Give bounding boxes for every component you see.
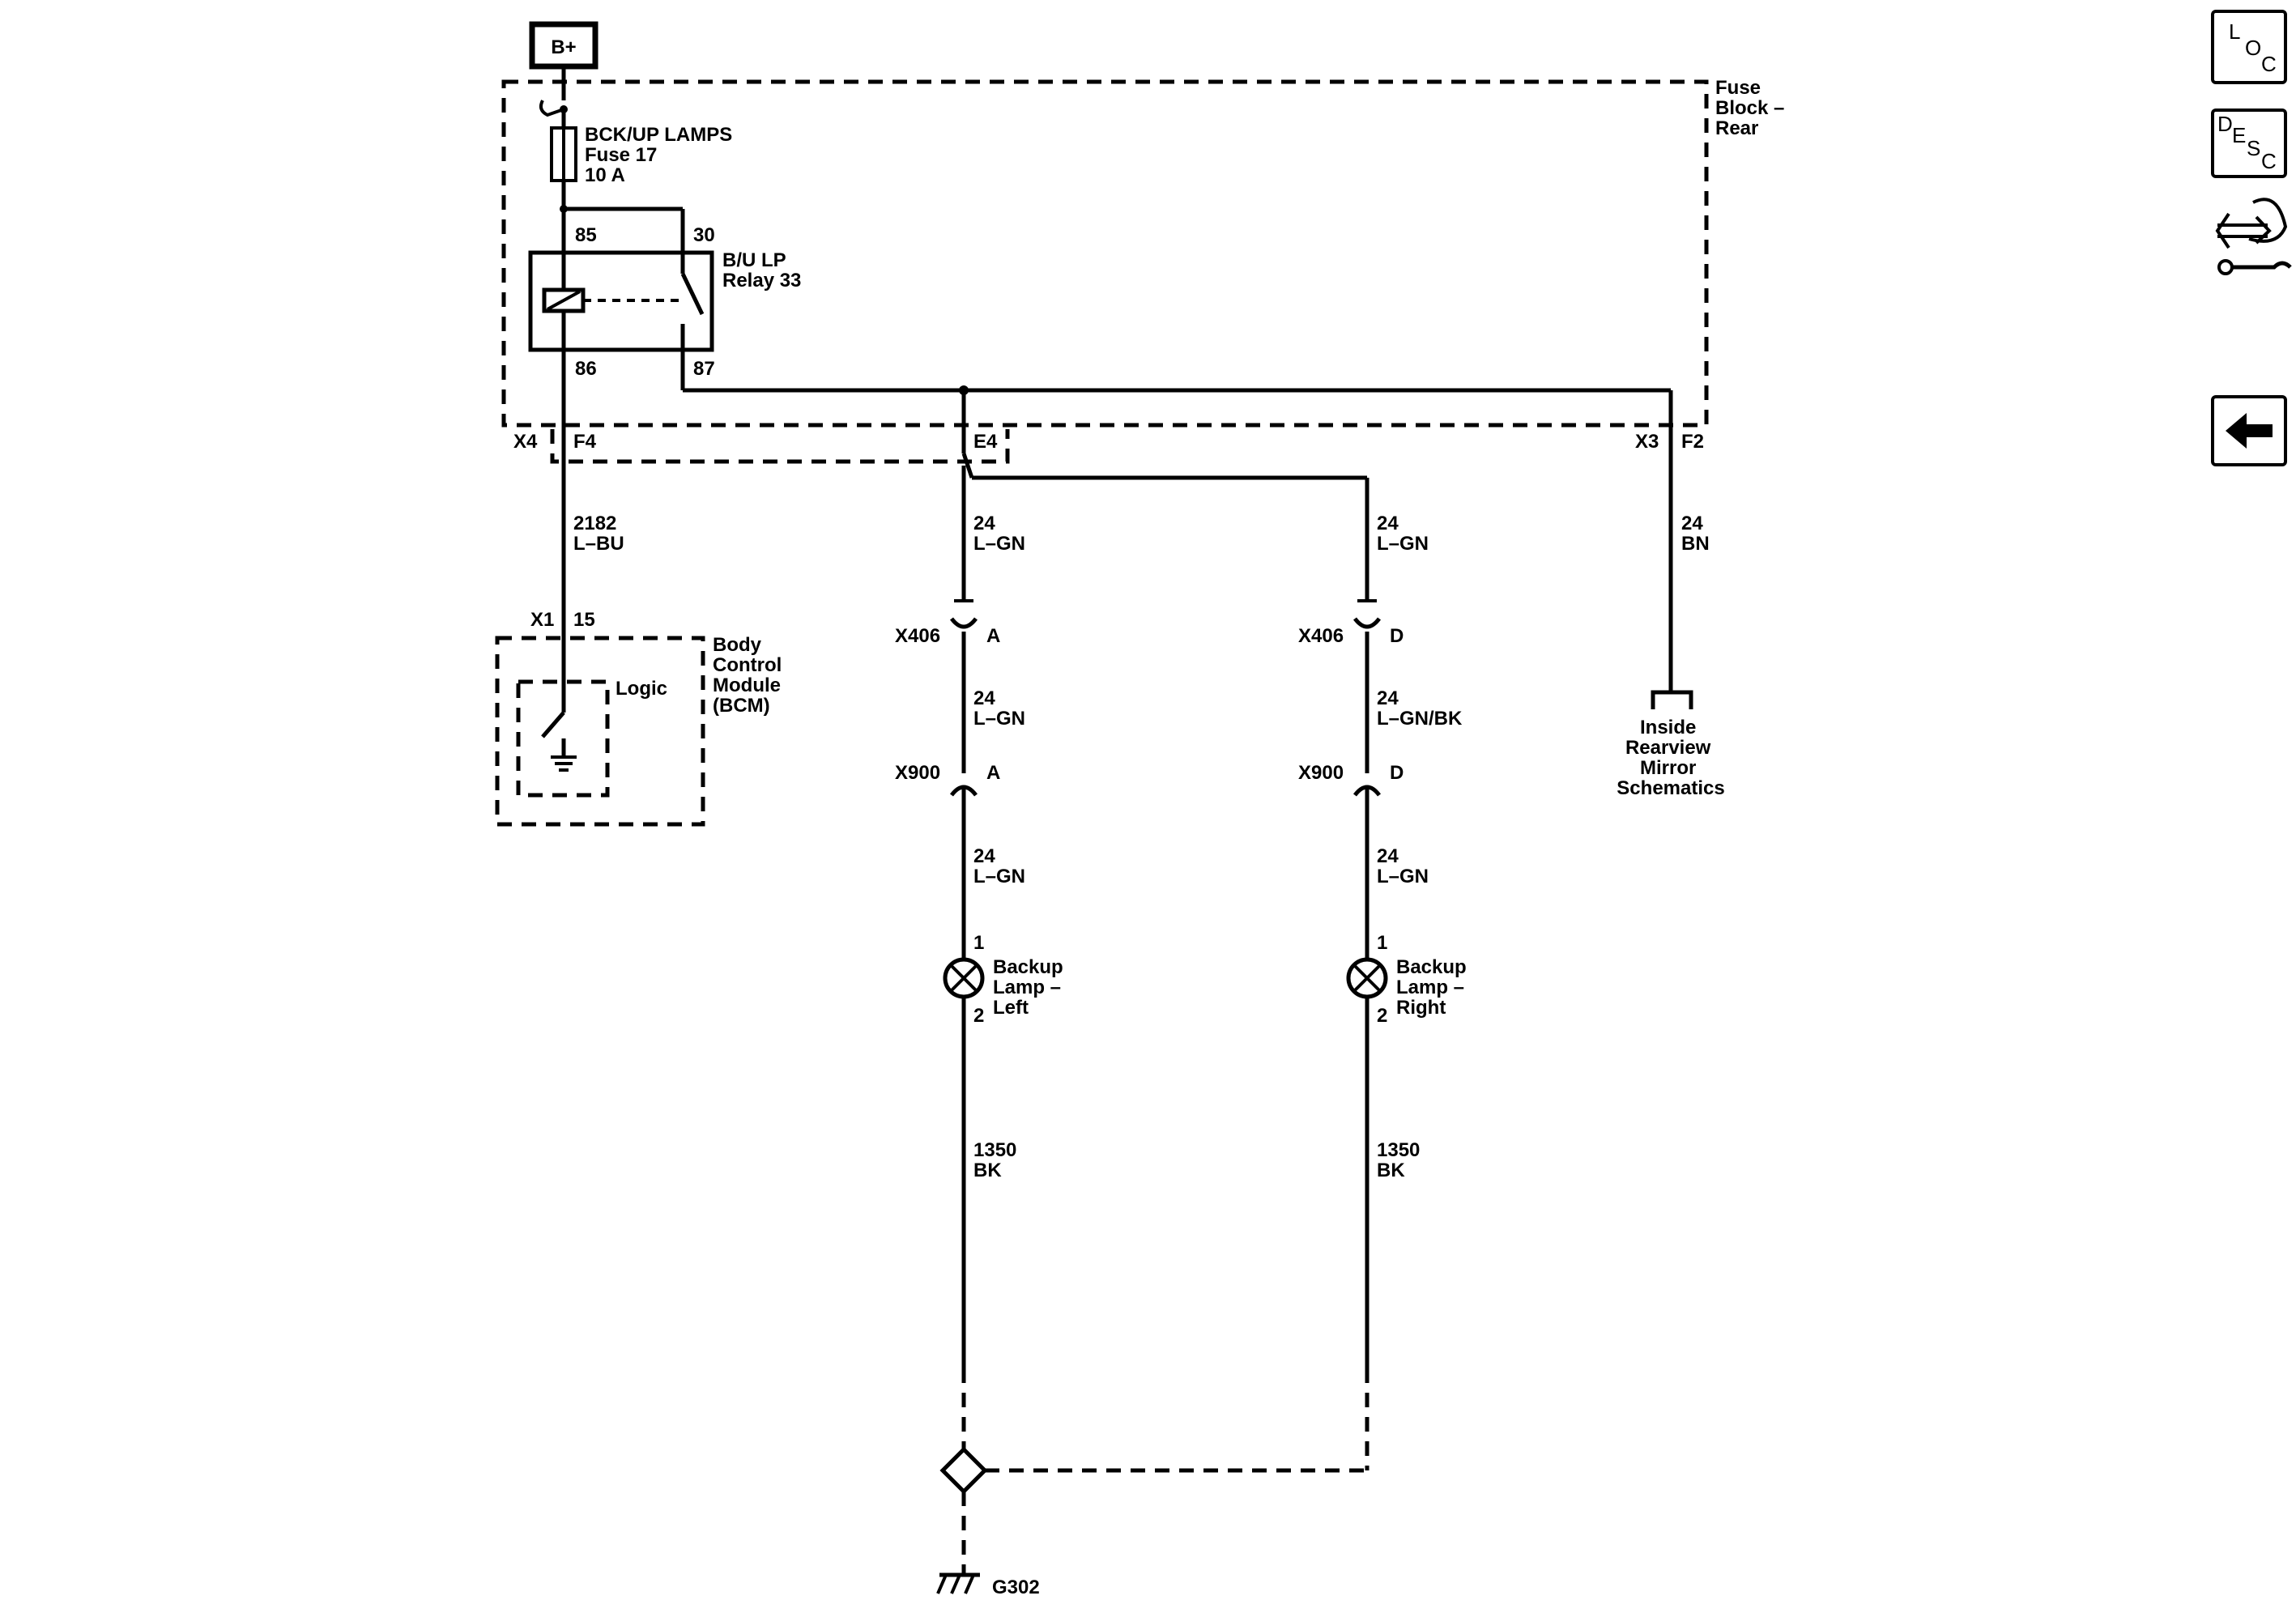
mirror-reference-icon <box>1651 690 1693 709</box>
x406-right-socket-icon <box>1353 617 1381 629</box>
connector-x900-right-pin: D <box>1390 762 1404 784</box>
relay-label: B/U LP Relay 33 <box>722 249 801 291</box>
connector-x3: X3 <box>1635 431 1659 453</box>
back-arrow-icon <box>2226 413 2273 449</box>
ground-g302-icon <box>936 1572 980 1594</box>
relay-pin-86: 86 <box>575 358 597 380</box>
connector-x1: X1 <box>530 609 554 631</box>
connector-e4: E4 <box>973 431 998 453</box>
wire-label-right-top: 24 L–GN <box>1377 513 1429 555</box>
ground-splice-icon <box>939 1446 988 1495</box>
relay-box <box>528 250 714 352</box>
connector-x406-left: X406 <box>895 625 940 647</box>
connector-x900-right: X900 <box>1298 762 1344 784</box>
description-button[interactable]: D E S C <box>2211 109 2287 178</box>
battery-supply-label: B+ <box>551 36 576 58</box>
x406-left-socket-icon <box>950 617 978 629</box>
bcm-switch-icon <box>541 711 565 738</box>
connector-pin-15: 15 <box>573 609 595 631</box>
bcm-label: Body Control Module (BCM) <box>713 634 787 717</box>
connector-f2: F2 <box>1681 431 1704 453</box>
wire-label-left-low: 24 L–GN <box>973 845 1025 887</box>
lamp-left-icon <box>943 957 985 999</box>
relay-pin-85: 85 <box>575 224 597 246</box>
lamp-right-label: Backup Lamp – Right <box>1396 956 1472 1019</box>
wire-label-left-mid: 24 L–GN <box>973 687 1025 730</box>
wire-label-right-ground: 1350 BK <box>1377 1139 1425 1181</box>
bcm-logic-label: Logic <box>616 678 667 700</box>
ground-label: G302 <box>992 1577 1040 1598</box>
wire-label-left-top: 24 L–GN <box>973 513 1025 555</box>
lamp-left-label: Backup Lamp – Left <box>993 956 1068 1019</box>
busbar-hook-icon <box>539 100 564 117</box>
wire-splice-jog <box>961 453 974 479</box>
location-button[interactable]: L O C <box>2211 10 2287 84</box>
lamp-left-pin-1: 1 <box>973 932 984 954</box>
connector-x406-left-pin: A <box>986 625 1000 647</box>
relay-pin-30: 30 <box>693 224 715 246</box>
svg-text:L: L <box>2229 19 2240 44</box>
svg-text:D: D <box>2217 112 2233 136</box>
wire-label-mirror: 24 BN <box>1681 513 1710 555</box>
wire-label-right-mid: 24 L–GN/BK <box>1377 687 1463 730</box>
bcm-ground-icon <box>551 755 577 772</box>
back-button[interactable] <box>2211 395 2287 466</box>
connector-x406-right: X406 <box>1298 625 1344 647</box>
svg-text:C: C <box>2261 149 2277 173</box>
svg-text:S: S <box>2247 136 2260 160</box>
mirror-reference-label: Inside Rearview Mirror Schematics <box>1617 717 1724 799</box>
svg-text:C: C <box>2261 52 2277 76</box>
bcm-boundary <box>495 636 705 827</box>
lamp-right-icon <box>1346 957 1388 999</box>
wire-label-left-ground: 1350 BK <box>973 1139 1022 1181</box>
lamp-left-pin-2: 2 <box>973 1005 984 1027</box>
wire-label-bcm: 2182 L–BU <box>573 513 624 555</box>
connector-f4: F4 <box>573 431 597 453</box>
relay-switch-contact <box>680 272 705 316</box>
connector-repair-button[interactable] <box>2215 198 2292 275</box>
lamp-right-pin-2: 2 <box>1377 1005 1387 1027</box>
fuse-label: BCK/UP LAMPS Fuse 17 10 A <box>585 124 738 186</box>
svg-text:O: O <box>2245 36 2261 60</box>
connector-repair-icon <box>2215 198 2292 275</box>
fuse-block-label: Fuse Block – Rear <box>1715 77 1790 139</box>
relay-coil-slash <box>547 290 581 311</box>
connector-x900-left-pin: A <box>986 762 1000 784</box>
svg-text:E: E <box>2232 123 2246 147</box>
connector-x900-left: X900 <box>895 762 940 784</box>
wire-label-right-low: 24 L–GN <box>1377 845 1429 887</box>
bcm-logic-boundary <box>516 679 610 798</box>
relay-pin-87: 87 <box>693 358 715 380</box>
connector-boundary <box>550 429 1010 464</box>
connector-x4: X4 <box>513 431 538 453</box>
fuse-block-boundary <box>501 79 1709 428</box>
lamp-right-pin-1: 1 <box>1377 932 1387 954</box>
connector-x406-right-pin: D <box>1390 625 1404 647</box>
